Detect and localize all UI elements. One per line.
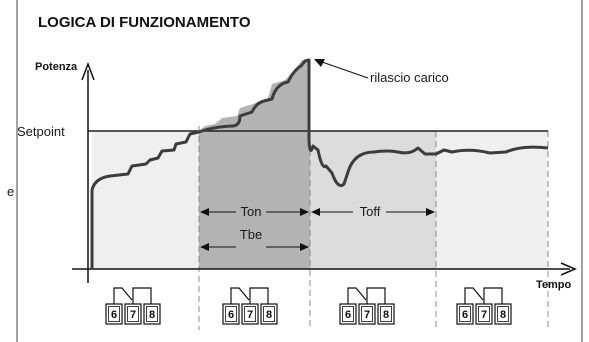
y-axis-label: Potenza <box>35 61 78 73</box>
ton-arrow-left <box>200 208 209 216</box>
y-axis-arrow <box>81 61 95 81</box>
relay-contact-wire <box>249 287 269 304</box>
relay-terminal-inner <box>244 306 256 322</box>
relay-terminal-box <box>377 303 395 325</box>
relay-terminal-inner <box>459 306 471 322</box>
relay-terminal-number: 8 <box>383 309 389 321</box>
relay-terminal-inner <box>361 306 373 322</box>
relay-terminal-box <box>475 303 493 325</box>
annotation-leader <box>321 61 369 79</box>
relay-terminal-box <box>494 303 512 325</box>
ton-arrow-right <box>300 208 309 216</box>
relay-terminal-number: 7 <box>481 309 487 321</box>
relay-terminal-number: 6 <box>462 309 468 321</box>
relay-terminal-box <box>105 303 123 325</box>
relay-terminal-number: 7 <box>364 309 370 321</box>
relay-terminal-box <box>456 303 474 325</box>
relay-terminal-inner <box>478 306 490 322</box>
relay-terminal-inner <box>263 306 275 322</box>
relay-terminal-inner <box>225 306 237 322</box>
toff-arrow-left <box>311 208 320 216</box>
toff-label: Toff <box>360 204 381 219</box>
x-axis-arrow <box>560 262 577 276</box>
side-text-fragment: e <box>7 184 14 199</box>
power-curve <box>90 58 549 269</box>
relay-terminal-box <box>143 303 161 325</box>
relay-terminal-number: 6 <box>345 309 351 321</box>
relay-terminal-box <box>124 303 142 325</box>
off-zone <box>310 131 436 269</box>
relay-contact-wire <box>132 287 152 304</box>
relay-contact-lever <box>347 287 367 304</box>
relay-contact-lever <box>464 287 484 304</box>
relay-terminal-number: 6 <box>111 309 117 321</box>
relay-terminal-inner <box>342 306 354 322</box>
tbe-arrow-right <box>300 243 309 251</box>
relay-groups: 6 7 8 6 7 8 6 7 8 6 7 8 <box>105 287 512 325</box>
relay-terminal-number: 8 <box>149 309 155 321</box>
relay-contact-lever <box>113 287 133 304</box>
on-zone <box>199 60 310 269</box>
relay-contact-lever <box>230 287 250 304</box>
relay-terminal-box <box>241 303 259 325</box>
relay-terminal-number: 6 <box>228 309 234 321</box>
relay-contact-wire <box>366 287 386 304</box>
relay-terminal-number: 8 <box>266 309 272 321</box>
relay-terminal-inner <box>146 306 158 322</box>
relay-terminal-inner <box>108 306 120 322</box>
tbe-arrow-left <box>200 243 209 251</box>
relay-group: 6 7 8 <box>339 287 395 325</box>
toff-arrow-right <box>426 208 435 216</box>
relay-terminal-box <box>358 303 376 325</box>
annotation-text: rilascio carico <box>370 70 449 85</box>
diagram-title: LOGICA DI FUNZIONAMENTO <box>38 14 251 31</box>
relay-terminal-inner <box>127 306 139 322</box>
ton-label: Ton <box>241 204 262 219</box>
relay-group: 6 7 8 <box>105 287 161 325</box>
relay-terminal-box <box>260 303 278 325</box>
relay-group: 6 7 8 <box>456 287 512 325</box>
annotation-arrowhead <box>314 59 325 67</box>
relay-terminal-box <box>339 303 357 325</box>
relay-terminal-number: 8 <box>500 309 506 321</box>
tbe-label: Tbe <box>240 227 262 242</box>
relay-terminal-number: 7 <box>247 309 253 321</box>
x-axis-label: Tempo <box>536 279 572 291</box>
relay-contact-wire <box>483 287 503 304</box>
relay-terminal-inner <box>497 306 509 322</box>
relay-terminal-number: 7 <box>130 309 136 321</box>
relay-terminal-box <box>222 303 240 325</box>
setpoint-label: Setpoint <box>17 124 65 139</box>
relay-group: 6 7 8 <box>222 287 278 325</box>
relay-terminal-inner <box>380 306 392 322</box>
